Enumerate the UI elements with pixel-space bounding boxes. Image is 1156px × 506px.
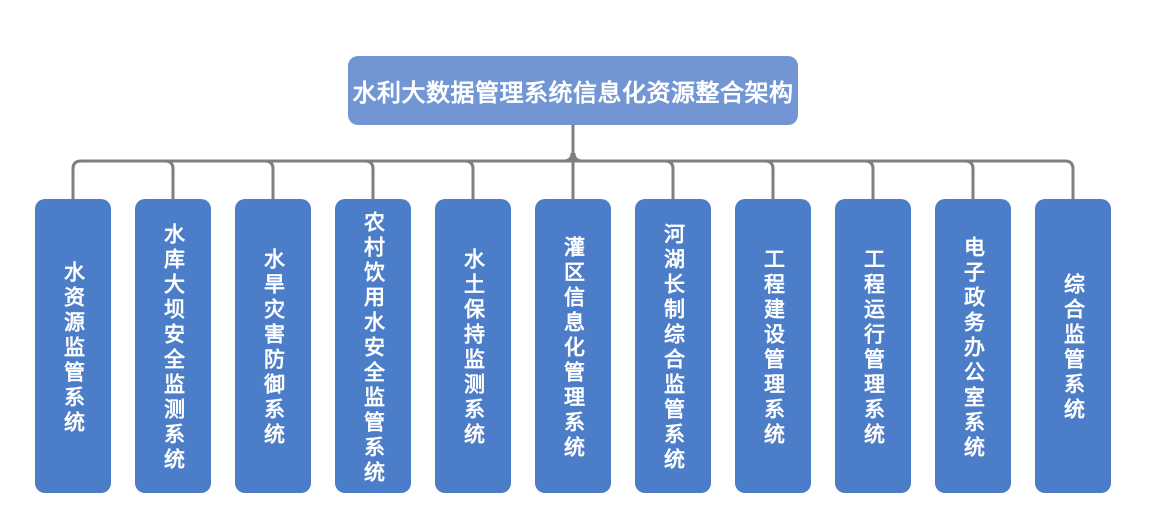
- connector-drop: [464, 159, 475, 199]
- system-box-label: 水土保持监测系统: [461, 248, 485, 448]
- system-box-label: 灌区信息化管理系统: [561, 235, 585, 461]
- connector-drop: [664, 159, 675, 199]
- system-box-label: 水库大坝安全监测系统: [161, 223, 185, 473]
- connector-drop: [364, 159, 375, 199]
- diagram-title: 水利大数据管理系统信息化资源整合架构: [352, 80, 794, 107]
- system-box-label: 河湖长制综合监管系统: [661, 223, 685, 473]
- system-box-irrigation-district: 灌区信息化管理系统: [535, 199, 611, 493]
- system-box-rural-drinking-water: 农村饮用水安全监管系统: [335, 199, 411, 493]
- system-box-construction-management: 工程建设管理系统: [735, 199, 811, 493]
- system-box-label: 综合监管系统: [1061, 273, 1085, 423]
- system-box-comprehensive-supervision: 综合监管系统: [1035, 199, 1111, 493]
- connector-drop: [964, 159, 975, 199]
- system-box-egov-office: 电子政务办公室系统: [935, 199, 1011, 493]
- system-box-reservoir-dam-safety: 水库大坝安全监测系统: [135, 199, 211, 493]
- connector-drop: [864, 159, 875, 199]
- system-box-label: 电子政务办公室系统: [961, 235, 985, 461]
- system-box-flood-drought-defense: 水旱灾害防御系统: [235, 199, 311, 493]
- system-box-label: 水资源监管系统: [61, 260, 85, 436]
- connector-drop: [164, 159, 175, 199]
- system-box-river-lake-chief: 河湖长制综合监管系统: [635, 199, 711, 493]
- system-box-operation-management: 工程运行管理系统: [835, 199, 911, 493]
- connector-junction: [564, 152, 582, 163]
- system-box-soil-water-conservation: 水土保持监测系统: [435, 199, 511, 493]
- system-box-label: 工程建设管理系统: [761, 248, 785, 448]
- system-box-label: 农村饮用水安全监管系统: [361, 210, 385, 486]
- connector-drop: [264, 159, 275, 199]
- connector-drop: [764, 159, 775, 199]
- system-box-water-resources: 水资源监管系统: [35, 199, 111, 493]
- system-box-label: 水旱灾害防御系统: [261, 248, 285, 448]
- diagram-title-box: 水利大数据管理系统信息化资源整合架构: [348, 56, 798, 125]
- system-box-label: 工程运行管理系统: [861, 248, 885, 448]
